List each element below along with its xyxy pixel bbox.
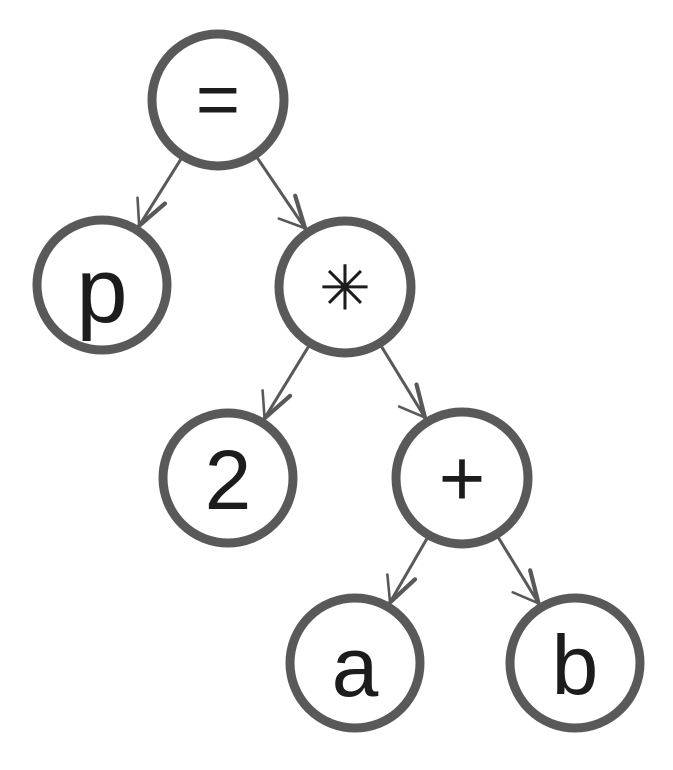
tree-node-eq[interactable]: = <box>147 29 289 171</box>
tree-node-p[interactable]: p <box>32 215 172 355</box>
node-label-p: p <box>76 240 127 342</box>
node-circle-star <box>274 216 416 358</box>
tree-edge <box>136 157 183 228</box>
node-circle-p <box>32 215 172 355</box>
node-label-eq: = <box>196 58 240 143</box>
node-circle-b <box>505 593 645 733</box>
tree-node-a[interactable]: a <box>285 593 425 733</box>
tree-node-star[interactable]: ✳ <box>274 216 416 358</box>
tree-edge <box>386 537 429 605</box>
node-label-b: b <box>552 618 599 712</box>
node-label-a: a <box>332 620 379 714</box>
tree-node-plus[interactable]: + <box>391 407 533 549</box>
tree-edge <box>261 345 310 421</box>
node-circle-eq <box>147 29 289 171</box>
node-circle-two <box>158 408 298 548</box>
node-circle-a <box>285 593 425 733</box>
tree-node-two[interactable]: 2 <box>158 408 298 548</box>
node-circle-plus <box>391 407 533 549</box>
tree-edge <box>255 156 308 231</box>
edges-layer <box>136 156 541 606</box>
node-label-star: ✳ <box>319 255 371 324</box>
tree-node-b[interactable]: b <box>505 593 645 733</box>
tree-edge <box>496 536 541 606</box>
node-label-plus: + <box>439 434 486 523</box>
node-label-two: 2 <box>205 433 252 527</box>
tree-edge <box>380 345 428 420</box>
nodes-layer: = p ✳ 2 + a b <box>32 29 645 733</box>
